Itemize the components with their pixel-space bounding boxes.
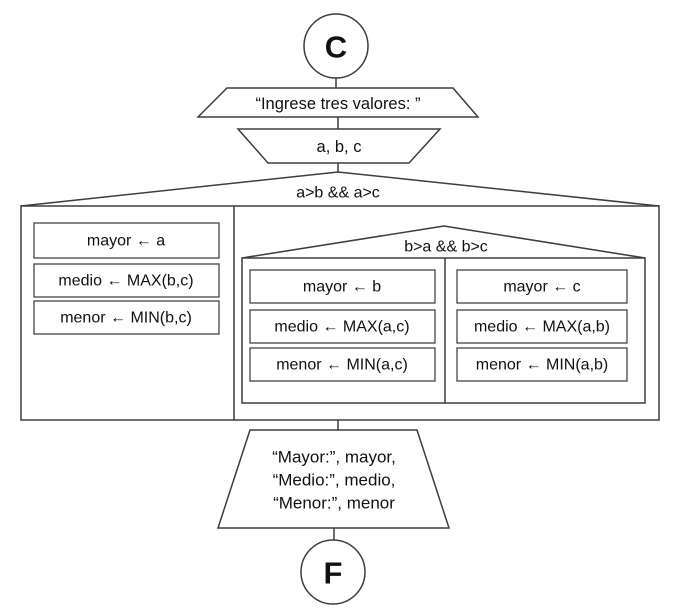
input-vars-text: a, b, c bbox=[317, 138, 362, 156]
stmt-mayor-b: mayor ← b bbox=[303, 279, 381, 296]
stmt-box-menor-minac bbox=[249, 347, 436, 382]
output-line-1: “Mayor:”, mayor, bbox=[272, 448, 396, 467]
end-terminator-label: F bbox=[324, 556, 343, 591]
output-line-2: “Medio:”, medio, bbox=[273, 471, 396, 490]
stmt-menor-minbc: menor ← MIN(b,c) bbox=[60, 310, 192, 327]
decision-b-condition: b>a && b>c bbox=[404, 239, 488, 256]
decision-a-condition: a>b && a>c bbox=[296, 185, 380, 202]
decision-a-triangle bbox=[20, 171, 660, 207]
stmt-menor-minac: menor ← MIN(a,c) bbox=[276, 357, 408, 374]
stmt-box-mayor-a bbox=[33, 222, 220, 259]
output-shape bbox=[216, 429, 451, 529]
stmt-medio-maxab: medio ← MAX(a,b) bbox=[474, 319, 610, 336]
output-line-3: “Menor:”, menor bbox=[273, 494, 395, 513]
prompt-text: “Ingrese tres valores: ” bbox=[255, 95, 420, 113]
stmt-menor-minab: menor ← MIN(a,b) bbox=[476, 357, 608, 374]
stmt-medio-maxbc: medio ← MAX(b,c) bbox=[58, 273, 193, 290]
stmt-mayor-c: mayor ← c bbox=[503, 279, 580, 296]
stmt-box-mayor-c bbox=[456, 269, 628, 304]
stmt-box-menor-minbc bbox=[33, 300, 220, 335]
stmt-mayor-a: mayor ← a bbox=[87, 233, 165, 250]
stmt-box-menor-minab bbox=[456, 347, 628, 382]
prompt-display-shape bbox=[196, 87, 480, 118]
stmt-medio-maxac: medio ← MAX(a,c) bbox=[274, 319, 409, 336]
start-terminator-label: C bbox=[325, 30, 347, 65]
input-shape bbox=[236, 128, 442, 164]
decision-b-triangle bbox=[241, 225, 646, 259]
stmt-box-medio-maxbc bbox=[33, 263, 220, 298]
end-terminator-circle bbox=[300, 539, 366, 605]
stmt-box-medio-maxac bbox=[249, 309, 436, 344]
stmt-box-medio-maxab bbox=[456, 309, 628, 344]
stmt-box-mayor-b bbox=[249, 269, 436, 304]
